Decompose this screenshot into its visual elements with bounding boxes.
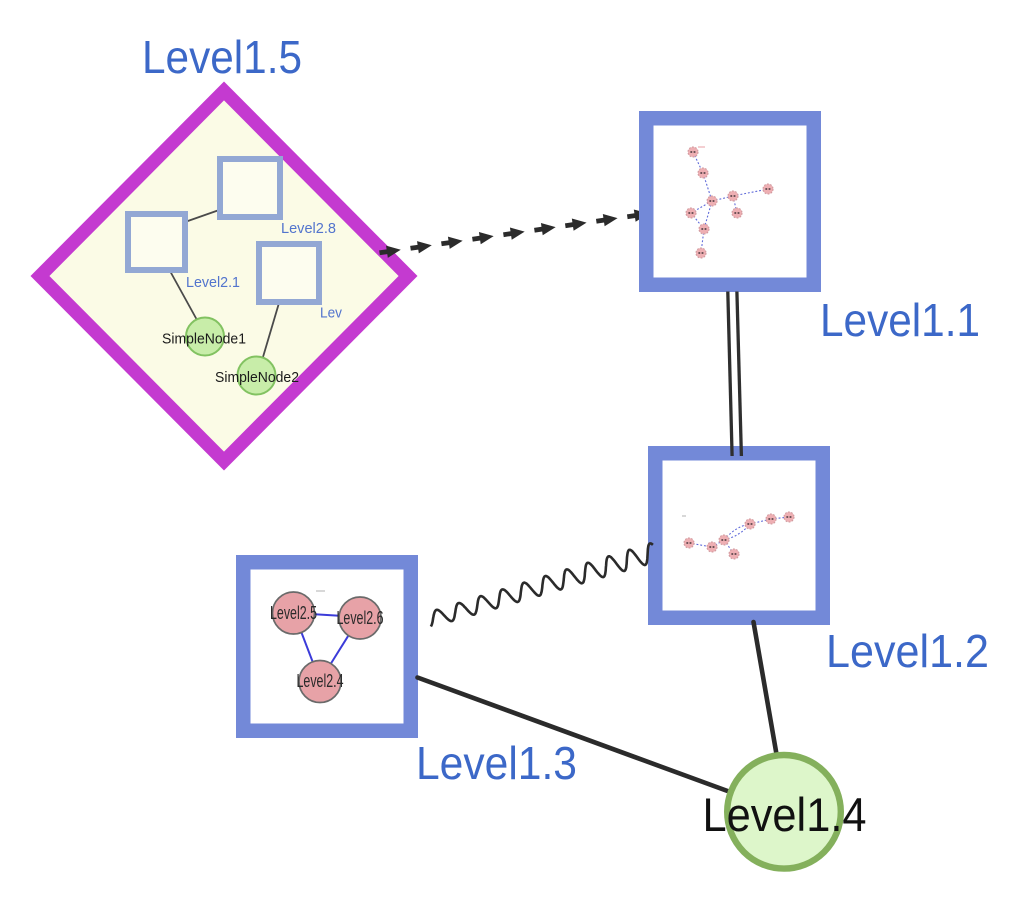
svg-text:Level2.1: Level2.1: [186, 275, 240, 291]
svg-text:Level2.5: Level2.5: [270, 603, 317, 623]
svg-text:SimpleNode1: SimpleNode1: [162, 331, 246, 348]
svg-text:Level1.1: Level1.1: [820, 294, 980, 346]
svg-text:Level1.3: Level1.3: [416, 737, 577, 789]
svg-text:Lev: Lev: [320, 306, 343, 322]
svg-text:Level1.5: Level1.5: [142, 31, 302, 83]
svg-text:Level2.8: Level2.8: [281, 221, 336, 237]
svg-text:Level1.2: Level1.2: [826, 625, 989, 677]
svg-text:Level2.4: Level2.4: [297, 671, 344, 691]
svg-text:Level1.4: Level1.4: [703, 788, 867, 841]
svg-text:Level2.6: Level2.6: [337, 608, 384, 628]
svg-text:SimpleNode2: SimpleNode2: [215, 369, 299, 386]
